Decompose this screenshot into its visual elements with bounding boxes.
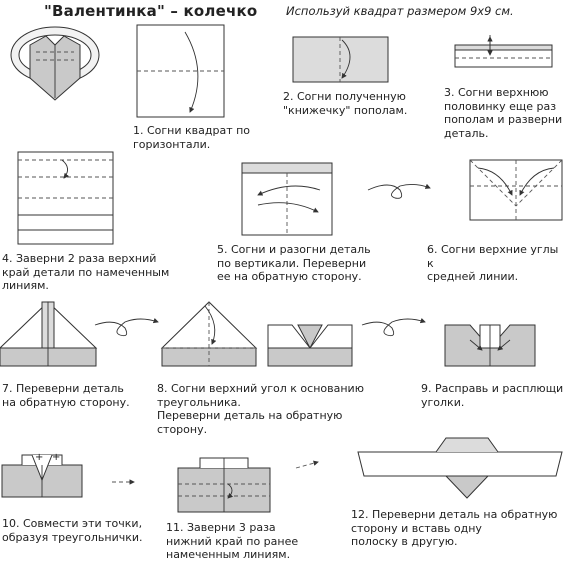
step-3-figure <box>454 35 553 68</box>
svg-text:+: + <box>52 452 60 463</box>
step-2-caption: 2. Согни полученную"книжечку" пополам. <box>283 90 408 117</box>
step-8-figure <box>160 301 258 367</box>
step-10-figure: + + <box>1 452 83 498</box>
finished-ring-figure <box>10 26 100 101</box>
next-arrow-icon-2 <box>295 460 319 469</box>
step-7-figure <box>0 301 98 367</box>
step-6-figure <box>469 159 563 221</box>
step-12-figure <box>357 437 563 499</box>
page-subtitle: Используй квадрат размером 9х9 см. <box>286 4 514 18</box>
step-11-figure <box>177 457 271 513</box>
step-10-caption: 10. Совмести эти точки,образуя треугольн… <box>2 517 143 544</box>
step-9-figure <box>444 324 536 367</box>
flip-arrow-icon <box>367 183 431 199</box>
step-8b-figure <box>267 324 353 367</box>
step-1-figure <box>136 24 225 118</box>
step-5-figure <box>241 162 333 236</box>
step-4-figure <box>17 151 114 245</box>
flip-arrow-icon-3 <box>361 318 426 337</box>
page-title: "Валентинка" – колечко <box>44 2 258 20</box>
step-2-figure <box>292 36 389 83</box>
svg-text:+: + <box>35 452 43 463</box>
flip-arrow-icon-2 <box>94 318 159 337</box>
